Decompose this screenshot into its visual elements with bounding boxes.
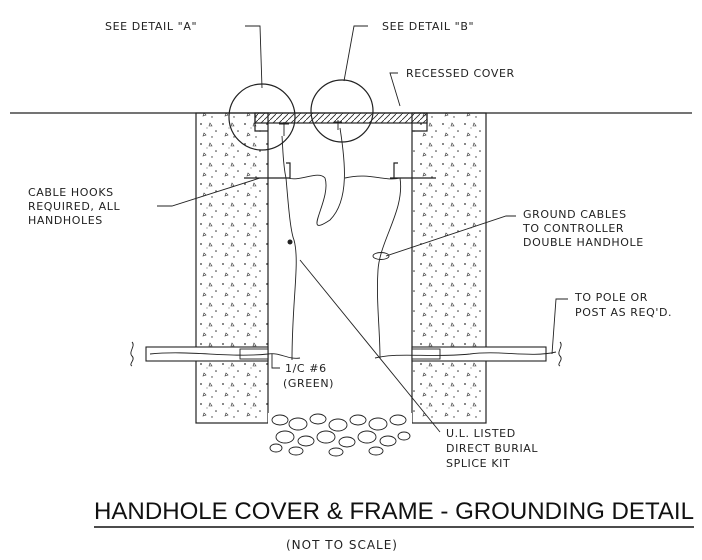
conductor-label-1: 1/C #6 [285,362,327,375]
conductor-label-2: (GREEN) [283,377,334,390]
conduit-right [374,341,562,367]
ground-cable-left [281,135,297,361]
splice-point [287,239,293,245]
detail-a-label: SEE DETAIL "A" [105,20,197,33]
recessed-cover-label: RECESSED COVER [406,67,515,80]
leader-lines [157,25,568,433]
detail-b-label: SEE DETAIL "B" [382,20,474,33]
ground-cable-right [344,175,402,359]
splice-kit-label-2: DIRECT BURIAL [446,442,538,455]
conduit-left [130,341,301,367]
drawing-subtitle: (NOT TO SCALE) [286,538,398,552]
detail-b-circle [310,79,374,143]
cable-hooks-label-1: CABLE HOOKS [28,186,114,199]
splice-kit-label-1: U.L. LISTED [446,427,516,440]
ground-cable-loop [287,127,345,226]
cable-hook-left [244,162,291,179]
ground-cables-label-2: TO CONTROLLER [522,222,624,235]
gravel-base [268,413,412,457]
ground-cables-label-1: GROUND CABLES [523,208,627,221]
cable-hooks-label-2: REQUIRED, ALL [28,200,120,213]
left-concrete-wall [195,112,269,424]
recessed-cover [254,112,428,132]
cable-hooks-label-3: HANDHOLES [28,214,103,227]
splice-kit-label-3: SPLICE KIT [446,457,510,470]
drawing-title: HANDHOLE COVER & FRAME - GROUNDING DETAI… [94,498,694,525]
to-pole-label-1: TO POLE OR [574,291,648,304]
cable-tag-ellipse [372,252,390,260]
ground-cables-label-3: DOUBLE HANDHOLE [523,236,644,249]
cable-hook-right [390,162,436,179]
right-concrete-wall [411,112,487,424]
to-pole-label-2: POST AS REQ'D. [575,306,672,319]
